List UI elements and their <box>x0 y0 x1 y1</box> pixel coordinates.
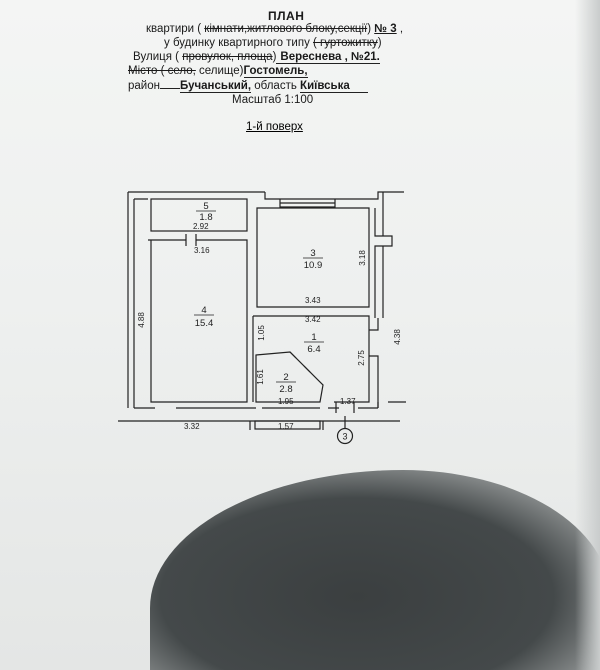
room-4-area: 15.4 <box>195 318 214 329</box>
dim-4-38: 4.38 <box>393 329 402 345</box>
dim-3-43: 3.43 <box>305 296 321 305</box>
street-line: Вулиця ( провулок, площа) Вереснева , №2… <box>133 51 380 64</box>
settlement-line: Місто ( село, селище) Гостомель, <box>128 65 308 78</box>
dim-3-16: 3.16 <box>194 246 210 255</box>
oblast-value: Київська <box>300 80 368 93</box>
dim-3-42: 3.42 <box>305 315 321 324</box>
room-2-area: 2.8 <box>279 384 292 395</box>
scale-label: Масштаб 1:100 <box>232 94 314 106</box>
dimension-ticks <box>249 421 324 430</box>
room-4-outline <box>148 239 248 403</box>
dim-2-75: 2.75 <box>357 350 366 366</box>
dim-1-61: 1.61 <box>256 369 265 385</box>
door-room-4 <box>185 234 197 246</box>
window-room-3 <box>279 199 336 208</box>
room-5-outline <box>150 198 248 232</box>
dim-1-05: 1.05 <box>257 325 266 341</box>
room-3-number: 3 <box>310 248 315 259</box>
dim-1-37: 1.37 <box>340 397 356 406</box>
apartment-line: квартири ( кімнати,житлового блоку,секці… <box>146 23 404 35</box>
dim-2-92: 2.92 <box>193 222 209 231</box>
outer-wall-left <box>133 198 148 408</box>
floor-label: 1-й поверх <box>246 121 303 133</box>
room-4-number: 4 <box>201 305 206 316</box>
dim-3-18: 3.18 <box>358 250 367 266</box>
room-2-outline <box>255 351 324 403</box>
dim-3-32: 3.32 <box>184 422 200 431</box>
plan-title: ПЛАН <box>268 9 305 23</box>
district-value: Бучанський, <box>179 80 252 93</box>
axis-marker-circle <box>336 427 354 445</box>
dim-1-57: 1.57 <box>278 422 294 431</box>
dimension-box-157 <box>254 420 321 430</box>
outer-wall-bottom <box>134 402 379 409</box>
district-line: район Бучанський, область Київська <box>128 80 368 93</box>
outer-wall-extension <box>388 191 406 403</box>
room-1-number: 1 <box>311 332 316 343</box>
outer-wall-right <box>374 208 393 318</box>
page-edge-shading <box>575 0 600 670</box>
dim-4-88: 4.88 <box>137 312 146 328</box>
plan-header: ПЛАН квартири ( кімнати,житлового блоку,… <box>0 0 600 140</box>
settlement-value: Гостомель, <box>243 65 308 78</box>
room-3-area: 10.9 <box>304 260 323 271</box>
entrance-door <box>335 402 355 413</box>
axis-marker-label: 3 <box>342 432 347 442</box>
room-1-area: 6.4 <box>307 344 320 355</box>
room-2-partition-marks <box>289 351 311 373</box>
dim-1-95: 1.95 <box>278 397 294 406</box>
apartment-number: № 3 <box>374 23 397 35</box>
street-value: Вереснева , №21. <box>276 51 380 64</box>
room-5-area: 1.8 <box>199 212 212 223</box>
room-2-number: 2 <box>283 372 288 383</box>
window-room-1 <box>369 318 379 408</box>
building-type-line: у будинку квартирного типу ( гуртожитку) <box>164 37 382 49</box>
room-3-outline <box>256 207 370 308</box>
room-5-number: 5 <box>203 201 208 212</box>
room-1-outline <box>252 315 370 403</box>
